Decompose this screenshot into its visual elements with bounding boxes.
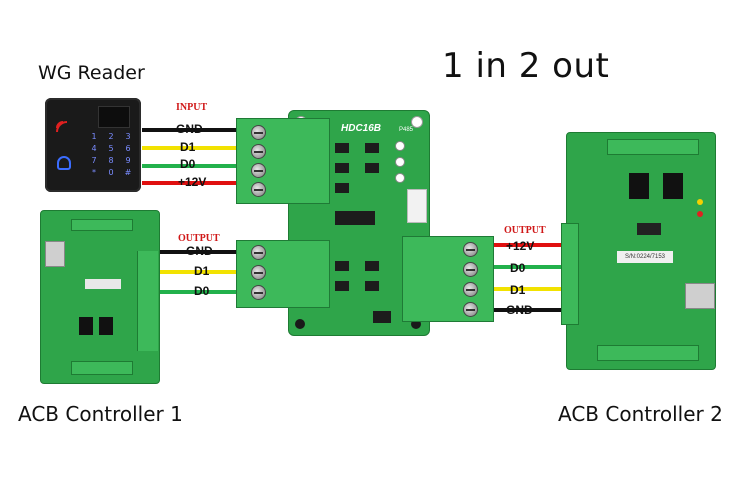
- led-indicator: [697, 211, 703, 217]
- rfid-icon: [53, 114, 73, 134]
- relay: [79, 317, 93, 335]
- rj45-port: [685, 283, 715, 309]
- output-left-gnd-label: GND: [186, 244, 213, 258]
- chip: [637, 223, 661, 235]
- reader-display: [98, 106, 130, 128]
- output-right-gnd-label: GND: [506, 303, 533, 317]
- controller-1-board: [40, 210, 160, 384]
- led-indicator: [697, 199, 703, 205]
- controller-terminal-strip: [561, 223, 579, 325]
- input-tag: INPUT: [176, 102, 208, 113]
- input-wire-gnd-label: GND: [176, 122, 203, 136]
- controller-terminal-strip: [71, 361, 133, 375]
- converter-model: HDC16B: [341, 123, 382, 134]
- serial-sticker: S/N:0224/7153: [617, 251, 673, 263]
- input-wire-12v-label: +12V: [178, 175, 207, 189]
- relay: [629, 173, 649, 199]
- chip: [365, 261, 379, 271]
- output-left-d1-label: D1: [194, 264, 210, 278]
- keypad-key: *: [92, 168, 96, 177]
- terminal-screw: [251, 182, 266, 197]
- chip: [335, 281, 349, 291]
- input-terminal-block: [236, 118, 330, 204]
- controller-1-label: ACB Controller 1: [18, 402, 183, 426]
- controller-terminal-strip: [607, 139, 699, 155]
- reader-keypad: 1 2 3 4 5 6 7 8 9 * 0 #: [87, 132, 135, 178]
- doorbell-icon: [57, 156, 71, 170]
- output-right-terminal-block: [402, 236, 494, 322]
- chip: [365, 163, 379, 173]
- chip: [335, 261, 349, 271]
- chip: [335, 163, 349, 173]
- test-pad: [395, 173, 405, 183]
- test-pad: [395, 157, 405, 167]
- relay: [99, 317, 113, 335]
- terminal-screw: [251, 144, 266, 159]
- terminal-screw: [251, 285, 266, 300]
- keypad-key: 4: [91, 144, 97, 153]
- controller-2-board: S/N:0224/7153: [561, 132, 716, 370]
- terminal-screw: [251, 163, 266, 178]
- keypad-key: 3: [125, 132, 131, 141]
- rs485-connector: [407, 189, 427, 223]
- converter-port-label: P485: [399, 127, 414, 133]
- terminal-screw: [463, 282, 478, 297]
- output-right-12v-label: +12V: [506, 239, 535, 253]
- controller-2-label: ACB Controller 2: [558, 402, 723, 426]
- controller-terminal-strip: [71, 219, 133, 231]
- terminal-screw: [463, 242, 478, 257]
- serial-sticker: [85, 279, 121, 289]
- output-right-d0-label: D0: [510, 261, 526, 275]
- keypad-key: 7: [91, 156, 97, 165]
- controller-terminal-strip: [137, 251, 158, 351]
- test-pad: [395, 141, 405, 151]
- keypad-key: 8: [108, 156, 114, 165]
- keypad-key: 1: [91, 132, 97, 141]
- input-wire-d0-label: D0: [180, 157, 196, 171]
- chip: [365, 143, 379, 153]
- controller-terminal-strip: [597, 345, 699, 361]
- regulator: [373, 311, 391, 323]
- rj45-port: [45, 241, 65, 267]
- output-right-tag: OUTPUT: [504, 225, 546, 236]
- terminal-screw: [251, 125, 266, 140]
- terminal-screw: [463, 262, 478, 277]
- chip: [335, 143, 349, 153]
- output-left-terminal-block: [236, 240, 330, 308]
- keypad-key: 9: [125, 156, 131, 165]
- terminal-screw: [251, 245, 266, 260]
- terminal-screw: [463, 302, 478, 317]
- output-right-d1-label: D1: [510, 283, 526, 297]
- output-left-tag: OUTPUT: [178, 233, 220, 244]
- input-wire-d1-label: D1: [180, 140, 196, 154]
- keypad-key: 2: [108, 132, 114, 141]
- relay: [663, 173, 683, 199]
- wg-reader: 1 2 3 4 5 6 7 8 9 * 0 #: [45, 98, 141, 192]
- keypad-key: 5: [108, 144, 114, 153]
- diagram-title: 1 in 2 out: [442, 46, 610, 86]
- keypad-key: 6: [125, 144, 131, 153]
- main-ic: [335, 211, 375, 225]
- mount-hole: [295, 319, 305, 329]
- mount-hole: [411, 319, 421, 329]
- keypad-key: 0: [108, 168, 114, 177]
- keypad-key: #: [124, 168, 132, 177]
- output-left-d0-label: D0: [194, 284, 210, 298]
- chip: [335, 183, 349, 193]
- mount-hole: [411, 116, 423, 128]
- chip: [365, 281, 379, 291]
- reader-label: WG Reader: [38, 62, 145, 84]
- terminal-screw: [251, 265, 266, 280]
